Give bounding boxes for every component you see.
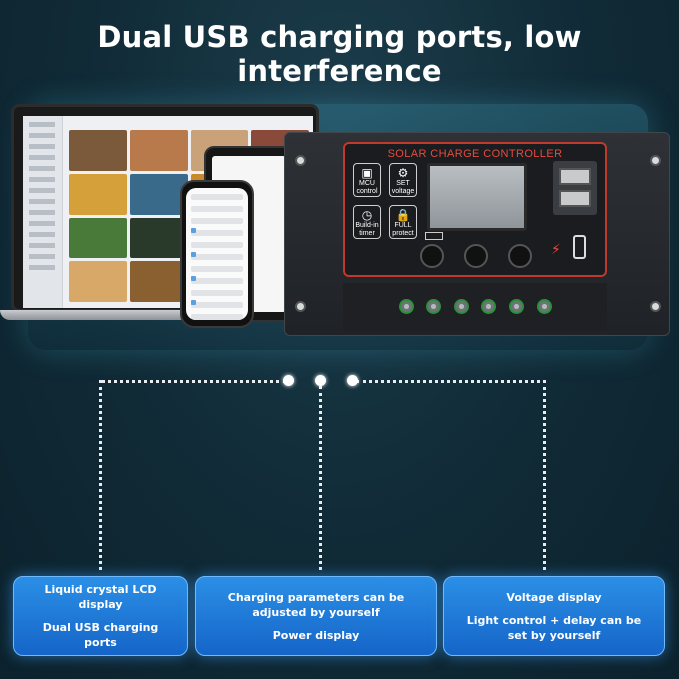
- feature-label: MCU control: [356, 180, 378, 195]
- usb-port: [559, 168, 591, 185]
- photo-thumbnail: [129, 173, 188, 215]
- card-line: Light control + delay can be set by your…: [466, 613, 642, 642]
- photo-thumbnail: [129, 130, 188, 171]
- feature-timer: ◷ Build-in timer: [353, 205, 381, 239]
- controller-faceplate: SOLAR CHARGE CONTROLLER ▣ MCU control ⚙ …: [343, 142, 607, 277]
- connector-node: [283, 375, 294, 386]
- wire-terminal: [509, 299, 524, 314]
- terminal-strip: [343, 283, 607, 331]
- feature-label: FULL protect: [392, 222, 414, 237]
- feature-card-voltage: Voltage display Light control + delay ca…: [443, 576, 665, 656]
- mount-hole: [650, 301, 661, 312]
- feature-card-parameters: Charging parameters can be adjusted by y…: [195, 576, 437, 656]
- up-button[interactable]: [464, 244, 488, 268]
- battery-icon: [425, 232, 443, 240]
- down-button[interactable]: [508, 244, 532, 268]
- lightning-icon: ⚡: [551, 242, 561, 258]
- card-line: Dual USB charging ports: [42, 621, 159, 649]
- wire-terminal: [454, 299, 469, 314]
- photo-thumbnail: [69, 173, 127, 215]
- wire-terminal: [399, 299, 414, 314]
- phone-icon: [573, 235, 586, 259]
- connector-line: [319, 386, 322, 570]
- controller-title: SOLAR CHARGE CONTROLLER: [387, 148, 563, 160]
- photo-thumbnail: [129, 217, 188, 259]
- feature-full-protect: 🔒 FULL protect: [389, 205, 417, 239]
- mount-hole: [295, 155, 306, 166]
- laptop-sidebar: [23, 116, 63, 308]
- gear-icon: ⚙: [397, 166, 409, 180]
- connector-node: [315, 375, 326, 386]
- card-line: Power display: [272, 628, 360, 642]
- feature-mcu-control: ▣ MCU control: [353, 163, 381, 197]
- phone-screen: [186, 188, 248, 320]
- chip-icon: ▣: [361, 166, 373, 180]
- connector-line: [543, 380, 546, 570]
- feature-set-voltage: ⚙ SET voltage: [389, 163, 417, 197]
- photo-thumbnail: [69, 217, 127, 259]
- wire-terminal: [426, 299, 441, 314]
- mount-hole: [650, 155, 661, 166]
- menu-button[interactable]: [420, 244, 444, 268]
- headline: Dual USB charging ports, low interferenc…: [97, 20, 582, 88]
- photo-thumbnail: [129, 261, 188, 302]
- card-line: Charging parameters can be adjusted by y…: [227, 590, 405, 619]
- mount-hole: [295, 301, 306, 312]
- photo-thumbnail: [69, 261, 127, 302]
- photo-thumbnail: [69, 130, 127, 171]
- connector-line: [101, 380, 287, 383]
- feature-card-display: Liquid crystal LCD display Dual USB char…: [13, 576, 188, 656]
- card-line: Voltage display: [506, 590, 602, 604]
- lcd-display: [427, 163, 527, 231]
- laptop-base: [0, 310, 330, 320]
- usb-ports: [553, 161, 597, 215]
- phone-illustration: [180, 180, 254, 328]
- connector-node: [347, 375, 358, 386]
- solar-charge-controller: SOLAR CHARGE CONTROLLER ▣ MCU control ⚙ …: [284, 132, 670, 336]
- wire-terminal: [481, 299, 496, 314]
- clock-icon: ◷: [361, 208, 373, 222]
- feature-label: Build-in timer: [355, 222, 379, 237]
- lock-icon: 🔒: [395, 208, 411, 222]
- wire-terminal: [537, 299, 552, 314]
- usb-port: [559, 190, 591, 207]
- feature-label: SET voltage: [391, 180, 415, 195]
- connector-line: [99, 380, 102, 570]
- card-line: Liquid crystal LCD display: [44, 583, 157, 611]
- connector-line: [356, 380, 546, 383]
